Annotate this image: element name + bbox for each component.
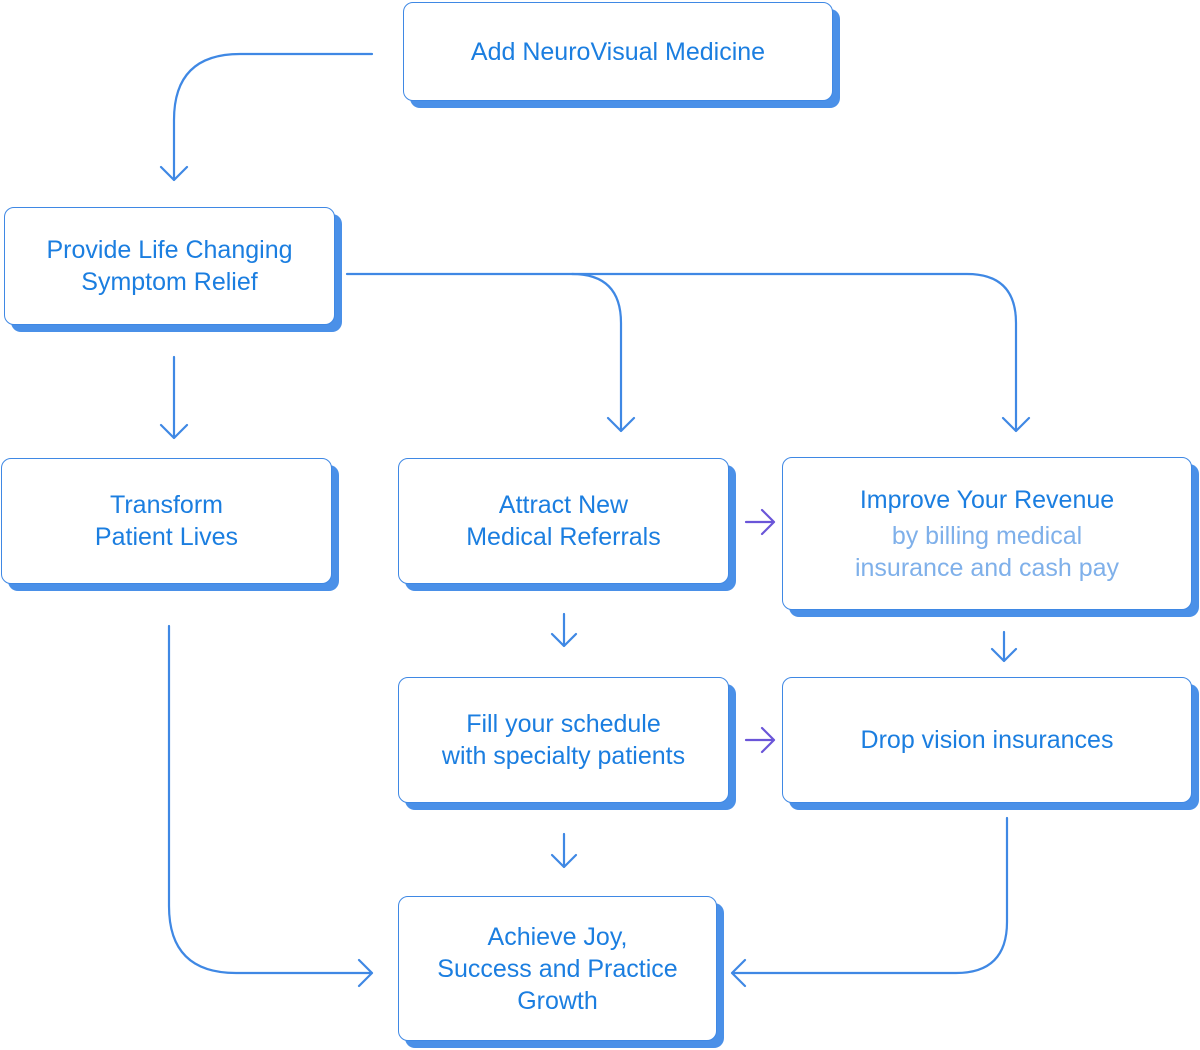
edge-fill-to-joy [550,832,578,869]
node-drop-vision: Drop vision insurances [782,677,1199,810]
node-attract-referrals: Attract New Medical Referrals [398,458,736,591]
node-fill-schedule: Fill your schedule with specialty patien… [398,677,736,810]
edge-transform-to-joy [167,624,374,988]
node-card: Improve Your Revenue by billing medical … [782,457,1192,610]
edge-fill-to-drop [744,726,776,754]
node-title: Drop vision insurances [860,726,1114,754]
node-subtitle: by billing medical insurance and cash pa… [854,521,1120,582]
edge-relief-to-attract [345,272,636,433]
edge-drop-to-joy [730,816,1009,988]
node-title: Improve Your Revenue [859,485,1115,514]
node-title: Provide Life Changing Symptom Relief [46,236,293,296]
node-card: Provide Life Changing Symptom Relief [4,207,335,325]
node-provide-relief: Provide Life Changing Symptom Relief [4,207,342,332]
node-transform-lives: Transform Patient Lives [1,458,339,591]
node-card: Drop vision insurances [782,677,1192,803]
edge-revenue-to-drop [990,630,1018,663]
edge-attract-to-fill [550,612,578,648]
edge-attract-to-revenue [744,508,776,536]
edge-relief-to-transform [159,355,189,440]
edge-relief-to-revenue [570,272,1031,433]
node-title: Transform Patient Lives [94,491,239,551]
node-add-neurovisual: Add NeuroVisual Medicine [403,2,840,108]
node-title: Add NeuroVisual Medicine [470,37,766,66]
node-card: Achieve Joy, Success and Practice Growth [398,896,717,1041]
node-title: Fill your schedule with specialty patien… [441,710,686,770]
node-card: Attract New Medical Referrals [398,458,729,584]
edge-add-to-relief [159,52,374,182]
node-achieve-joy: Achieve Joy, Success and Practice Growth [398,896,724,1048]
node-card: Fill your schedule with specialty patien… [398,677,729,803]
node-card: Add NeuroVisual Medicine [403,2,833,101]
node-title: Attract New Medical Referrals [466,491,661,551]
node-improve-revenue: Improve Your Revenue by billing medical … [782,457,1199,617]
node-card: Transform Patient Lives [1,458,332,584]
node-title: Achieve Joy, Success and Practice Growth [437,922,678,1015]
